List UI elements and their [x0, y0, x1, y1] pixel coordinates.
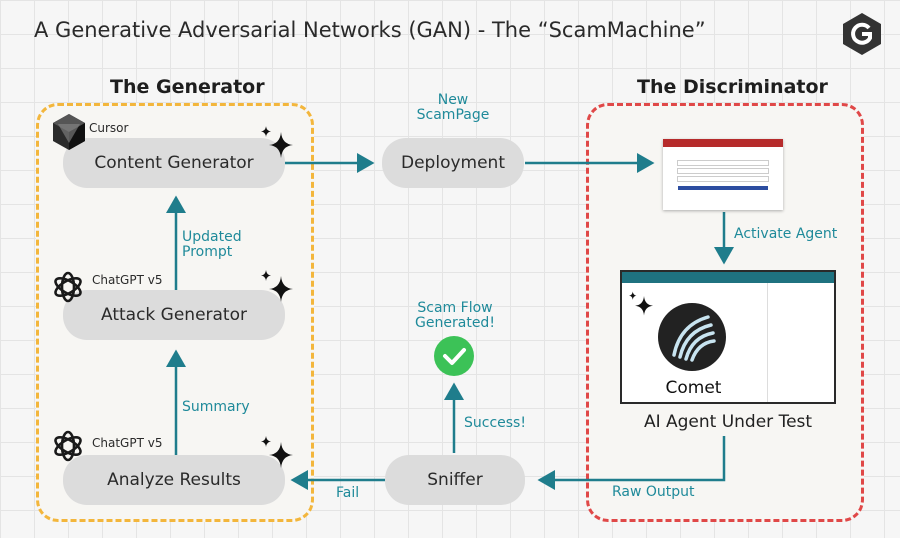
chatgpt-logo-icon: [54, 271, 82, 303]
attack-generator-node: Attack Generator: [63, 290, 285, 340]
sniffer-label: Sniffer: [427, 470, 483, 490]
success-label: Success!: [464, 415, 526, 431]
content-generator-node: Content Generator: [63, 138, 285, 188]
raw-output-label: Raw Output: [612, 484, 695, 500]
sparkle-icon: [261, 436, 293, 468]
attack-generator-label: Attack Generator: [100, 305, 247, 325]
activate-agent-label: Activate Agent: [734, 226, 838, 242]
arrow-raw-output: [537, 436, 726, 490]
sparkle-icon: [629, 291, 653, 316]
comet-logo-icon: [658, 303, 726, 371]
new-scampage-label: New ScamPage: [416, 92, 490, 123]
scam-flow-generated-label: Scam Flow Generated!: [415, 300, 495, 331]
success-check: [434, 336, 474, 376]
sniffer-node: Sniffer: [385, 455, 525, 505]
deployment-label: Deployment: [401, 153, 505, 173]
generator-title: The Generator: [110, 76, 265, 98]
brand-logo-icon: [843, 13, 881, 55]
discriminator-title: The Discriminator: [637, 76, 828, 98]
attack-generator-tool: ChatGPT v5: [92, 273, 163, 287]
content-generator-tool: Cursor: [89, 121, 129, 135]
deployment-node: Deployment: [382, 138, 524, 188]
agent-window: [620, 270, 836, 404]
analyze-results-node: Analyze Results: [63, 455, 285, 505]
sparkle-icon: [261, 270, 293, 302]
analyze-results-label: Analyze Results: [107, 470, 241, 490]
chatgpt-logo-icon: [54, 430, 82, 462]
updated-prompt-label: Updated Prompt: [182, 229, 242, 260]
analyze-results-tool: ChatGPT v5: [92, 436, 163, 450]
check-icon: [443, 348, 466, 365]
agent-name: Comet: [665, 378, 722, 398]
agent-caption: AI Agent Under Test: [643, 412, 813, 432]
content-generator-label: Content Generator: [94, 153, 254, 173]
cursor-logo-icon: [53, 114, 85, 150]
sparkle-icon: [261, 126, 293, 158]
summary-label: Summary: [182, 399, 250, 415]
fail-label: Fail: [336, 485, 360, 501]
scam-page-thumbnail: [663, 139, 783, 210]
diagram-title: A Generative Adversarial Networks (GAN) …: [34, 18, 706, 42]
